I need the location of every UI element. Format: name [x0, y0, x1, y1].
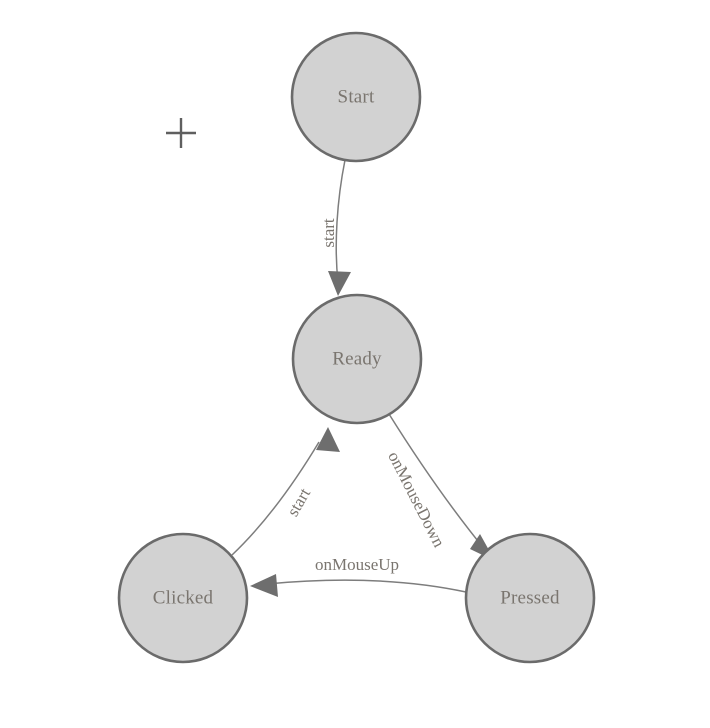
edge-label-start-to-ready: start [319, 218, 338, 248]
crosshair-icon[interactable] [166, 118, 196, 148]
edge-start-to-ready[interactable]: start [319, 159, 351, 296]
edge-label-ready-to-pressed: onMouseDown [384, 448, 449, 550]
edge-pressed-to-clicked[interactable]: onMouseUp [250, 555, 467, 597]
node-circle-ready[interactable] [291, 293, 423, 425]
node-label-clicked: Clicked [153, 587, 214, 608]
node-circle-start[interactable] [290, 31, 422, 163]
edge-path-pressed-to-clicked [266, 579, 467, 593]
edge-clicked-to-ready[interactable]: start [231, 427, 340, 556]
arrowhead-pressed-to-clicked [250, 574, 278, 597]
node-circle-pressed[interactable] [464, 532, 596, 664]
edge-label-pressed-to-clicked: onMouseUp [315, 555, 399, 574]
node-start[interactable]: Start [290, 31, 422, 163]
node-circle-clicked[interactable] [117, 532, 249, 664]
node-pressed[interactable]: Pressed [464, 532, 596, 664]
node-label-pressed: Pressed [500, 587, 560, 608]
node-label-start: Start [338, 86, 375, 107]
node-label-ready: Ready [332, 348, 382, 369]
edge-ready-to-pressed[interactable]: onMouseDown [384, 413, 495, 561]
arrowhead-start-to-ready [328, 271, 351, 296]
node-ready[interactable]: Ready [291, 293, 423, 425]
node-clicked[interactable]: Clicked [117, 532, 249, 664]
edge-path-start-to-ready [335, 159, 346, 283]
arrowhead-clicked-to-ready [316, 427, 340, 452]
edge-path-clicked-to-ready [231, 441, 320, 556]
edge-path-ready-to-pressed [388, 413, 487, 552]
